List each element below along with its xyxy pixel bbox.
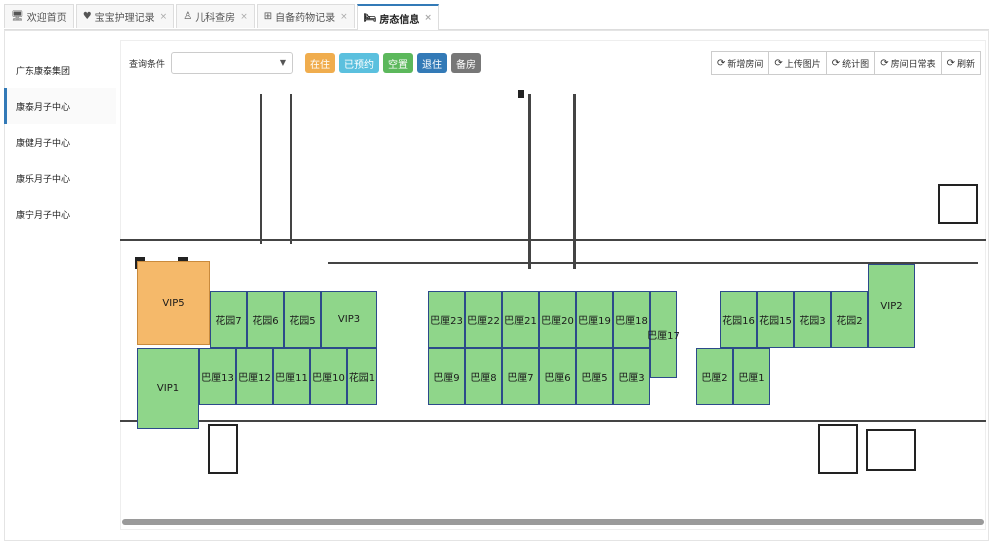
wall (818, 424, 858, 474)
room-cell[interactable]: 巴厘12 (236, 348, 273, 405)
room-cell[interactable]: 巴厘6 (539, 348, 576, 405)
sidebar-item-center-3[interactable]: 康乐月子中心 (16, 174, 71, 185)
stats-chart-button[interactable]: ⟳统计图 (825, 51, 876, 75)
room-cell[interactable]: 花园15 (757, 291, 794, 348)
tab-welcome[interactable]: 🖥欢迎首页 (4, 4, 74, 28)
main-panel: 查询条件 ▼ 在住 已预约 空置 退住 备房 ⟳新增房间 ⟳上传图片 ⟳统计图 … (120, 40, 986, 530)
room-cell[interactable]: 巴厘22 (465, 291, 502, 348)
tab-medicine-record[interactable]: ⊞自备药物记录 × (256, 4, 355, 28)
room-cell[interactable]: VIP2 (868, 264, 915, 348)
status-filter-group: 在住 已预约 空置 退住 备房 (301, 53, 482, 73)
room-cell[interactable]: 花园16 (720, 291, 757, 348)
room-cell[interactable]: 花园1 (347, 348, 377, 405)
tab-label: 房态信息 (379, 14, 420, 26)
wall (866, 429, 916, 471)
horizontal-scrollbar[interactable] (122, 519, 984, 525)
wall (120, 239, 986, 241)
status-occupied-button[interactable]: 在住 (305, 53, 336, 73)
room-cell[interactable]: 巴厘3 (613, 348, 650, 405)
tab-bar: 🖥欢迎首页 ♥宝宝护理记录 × ♙儿科查房 × ⊞自备药物记录 × 🛏房态信息 × (4, 4, 989, 30)
room-cell[interactable]: 巴厘2 (696, 348, 733, 405)
sidebar-item-center-1[interactable]: 康泰月子中心 (4, 88, 116, 124)
room-cell[interactable]: 巴厘7 (502, 348, 539, 405)
heart-icon: ♥ (82, 11, 92, 22)
room-cell[interactable]: 巴厘1 (733, 348, 770, 405)
room-cell[interactable]: 花园7 (210, 291, 247, 348)
query-label: 查询条件 (129, 59, 166, 70)
tab-pediatric-rounds[interactable]: ♙儿科查房 × (176, 4, 255, 28)
room-cell[interactable]: 巴厘23 (428, 291, 465, 348)
sidebar-item-group[interactable]: 广东康泰集团 (16, 66, 71, 77)
wall (290, 94, 292, 244)
content-frame (4, 30, 989, 541)
wall (328, 262, 978, 264)
wall (518, 90, 524, 98)
room-cell[interactable]: 巴厘11 (273, 348, 310, 405)
upload-image-button[interactable]: ⟳上传图片 (768, 51, 827, 75)
wall (573, 94, 576, 269)
refresh-icon: ⟳ (774, 57, 783, 69)
room-cell[interactable]: 巴厘5 (576, 348, 613, 405)
status-checkout-button[interactable]: 退住 (417, 53, 448, 73)
room-cell[interactable]: VIP3 (321, 291, 377, 348)
toolbar: 查询条件 ▼ 在住 已预约 空置 退住 备房 ⟳新增房间 ⟳上传图片 ⟳统计图 … (121, 41, 987, 85)
add-room-button[interactable]: ⟳新增房间 (710, 51, 770, 75)
wall (938, 184, 978, 224)
room-cell[interactable]: 巴厘8 (465, 348, 502, 405)
wall (120, 420, 986, 422)
bed-icon: 🛏 (363, 12, 377, 24)
status-reserved-button[interactable]: 已预约 (339, 53, 380, 73)
status-standby-button[interactable]: 备房 (451, 53, 482, 73)
sidebar-item-center-4[interactable]: 康宁月子中心 (16, 210, 71, 221)
room-cell[interactable]: 花园3 (794, 291, 831, 348)
user-icon: ♙ (183, 11, 193, 22)
wall (208, 424, 238, 474)
tab-baby-care[interactable]: ♥宝宝护理记录 × (75, 4, 175, 28)
room-cell[interactable]: VIP1 (137, 348, 199, 429)
room-cell[interactable]: 巴厘19 (576, 291, 613, 348)
daily-table-button[interactable]: ⟳房间日常表 (874, 51, 942, 75)
room-cell[interactable]: 巴厘21 (502, 291, 539, 348)
room-cell[interactable]: 花园6 (247, 291, 284, 348)
query-select[interactable]: ▼ (171, 52, 294, 74)
status-vacant-button[interactable]: 空置 (383, 53, 414, 73)
close-icon[interactable]: × (159, 11, 168, 22)
action-button-group: ⟳新增房间 ⟳上传图片 ⟳统计图 ⟳房间日常表 ⟳刷新 (710, 51, 981, 75)
tab-label: 欢迎首页 (26, 13, 67, 24)
tab-label: 儿科查房 (195, 13, 236, 24)
sidebar: 广东康泰集团 康泰月子中心 康健月子中心 康乐月子中心 康宁月子中心 (4, 52, 116, 232)
refresh-icon: ⟳ (946, 57, 955, 69)
room-cell[interactable]: 巴厘20 (539, 291, 576, 348)
refresh-icon: ⟳ (831, 57, 841, 69)
refresh-icon: ⟳ (716, 57, 726, 69)
room-cell[interactable]: 巴厘9 (428, 348, 465, 405)
room-cell[interactable]: 花园5 (284, 291, 321, 348)
tab-label: 自备药物记录 (275, 13, 336, 24)
room-cell[interactable]: 花园2 (831, 291, 868, 348)
room-cell[interactable]: VIP5 (137, 261, 210, 345)
close-icon[interactable]: × (240, 11, 248, 22)
room-cell[interactable]: 巴厘13 (199, 348, 236, 405)
refresh-button[interactable]: ⟳刷新 (940, 51, 981, 75)
close-icon[interactable]: × (424, 13, 432, 23)
close-icon[interactable]: × (340, 11, 348, 22)
wall (528, 94, 531, 269)
room-cell[interactable]: 巴厘10 (310, 348, 347, 405)
room-cell[interactable]: 巴厘18 (613, 291, 650, 348)
wall (260, 94, 262, 244)
monitor-icon: 🖥 (11, 11, 24, 22)
sidebar-item-center-2[interactable]: 康健月子中心 (16, 138, 71, 149)
tab-label: 宝宝护理记录 (94, 13, 155, 24)
refresh-icon: ⟳ (880, 57, 889, 69)
room-cell[interactable]: 巴厘17 (647, 291, 680, 378)
caret-down-icon: ▼ (279, 58, 287, 67)
box-icon: ⊞ (263, 11, 273, 22)
tab-room-status[interactable]: 🛏房态信息 × (356, 4, 439, 30)
